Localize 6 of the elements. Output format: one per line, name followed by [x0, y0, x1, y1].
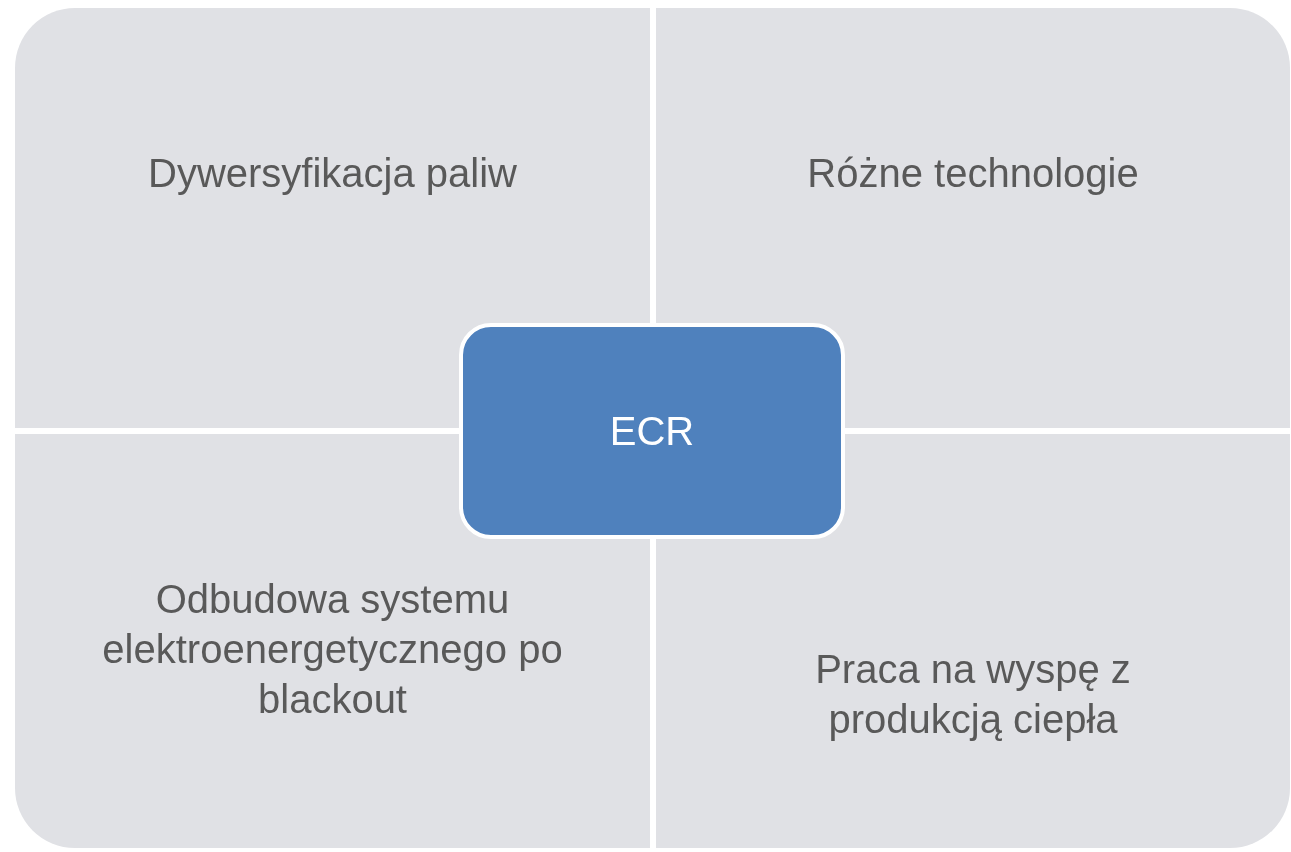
quadrant-label: Praca na wyspę z produkcją ciepła	[814, 646, 1132, 743]
quadrant-label: Różne technologie	[807, 150, 1139, 197]
quadrant-label: Odbudowa systemu elektroenergetycznego po blackout	[101, 576, 564, 723]
center-box	[459, 323, 845, 539]
center-label: ECR	[609, 408, 695, 454]
quadrant-label: Dywersyfikacja paliw	[148, 150, 517, 197]
